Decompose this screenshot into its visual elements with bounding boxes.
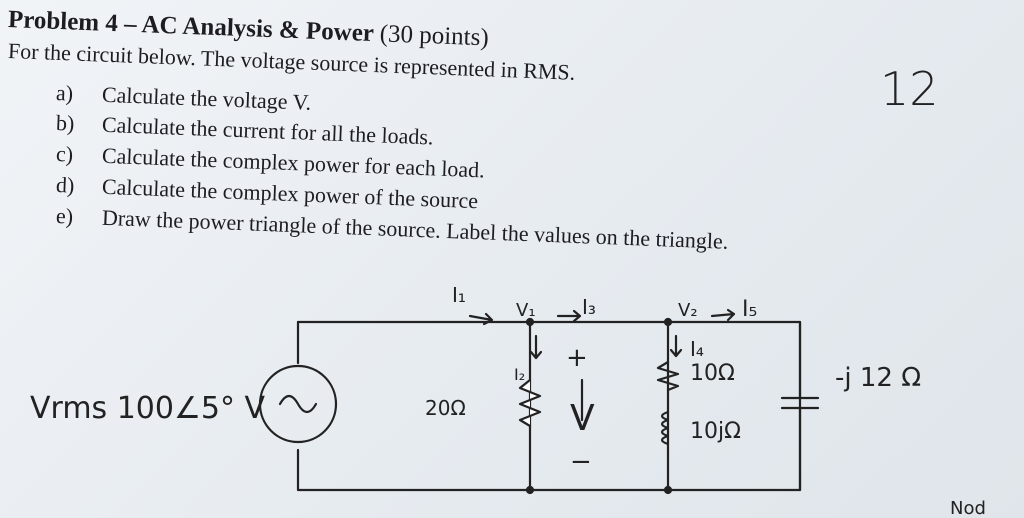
arrow-i4 [669,334,683,358]
question-a-text: Calculate the voltage V. [101,81,312,115]
label-i1: I₁ [452,283,466,307]
resistor-10ohm [656,360,680,392]
handwritten-score: 12 [880,62,939,116]
corner-note: Nod [950,498,986,518]
problem-text: Problem 4 – AC Analysis & Power (30 poin… [7,6,729,254]
label-10j: 10jΩ [690,419,741,444]
label-plus: + [566,343,588,373]
node-v2-dot [663,317,673,327]
question-b-label: b) [55,110,75,136]
arrow-i5 [710,308,736,322]
label-i4: I₄ [690,337,704,361]
ac-source-symbol [258,364,338,444]
arrow-i3 [556,309,582,323]
label-v1: V₁ [516,300,536,321]
arrow-i1 [468,312,494,326]
question-c-label: c) [55,141,74,167]
circuit-diagram: Vrms 100∠5° V 20Ω 10Ω 10jΩ -j 12 Ω I₁ I₂… [30,283,986,518]
problem-intro: For the circuit below. The voltage sourc… [7,38,576,85]
label-10ohm: 10Ω [690,361,735,386]
node-v1-dot [525,317,535,327]
label-i2: I₂ [514,365,525,384]
inductor-10j [660,410,670,446]
label-20ohm: 20Ω [425,396,466,420]
node-bottom-dot [525,485,535,495]
question-e-text: Draw the power triangle of the source. L… [101,204,729,254]
label-v: V [570,398,595,439]
node-bottom-dot-2 [663,485,673,495]
resistor-20ohm [518,378,542,428]
question-a: a) Calculate the voltage V. [56,80,312,116]
question-e-label: e) [55,203,74,229]
source-label: Vrms 100∠5° V [30,391,265,426]
label-capacitor: -j 12 Ω [835,363,921,393]
label-i5: I₅ [742,297,757,322]
label-i3: I₃ [582,295,596,319]
label-v2: V₂ [678,300,698,321]
question-a-label: a) [55,80,74,106]
question-d-label: d) [55,172,75,198]
label-minus: − [570,447,592,477]
problem-points: (30 points) [379,20,490,52]
arrow-i2 [529,334,543,360]
circuit-wire-outer [296,320,802,492]
ac-sine-icon [278,394,318,414]
